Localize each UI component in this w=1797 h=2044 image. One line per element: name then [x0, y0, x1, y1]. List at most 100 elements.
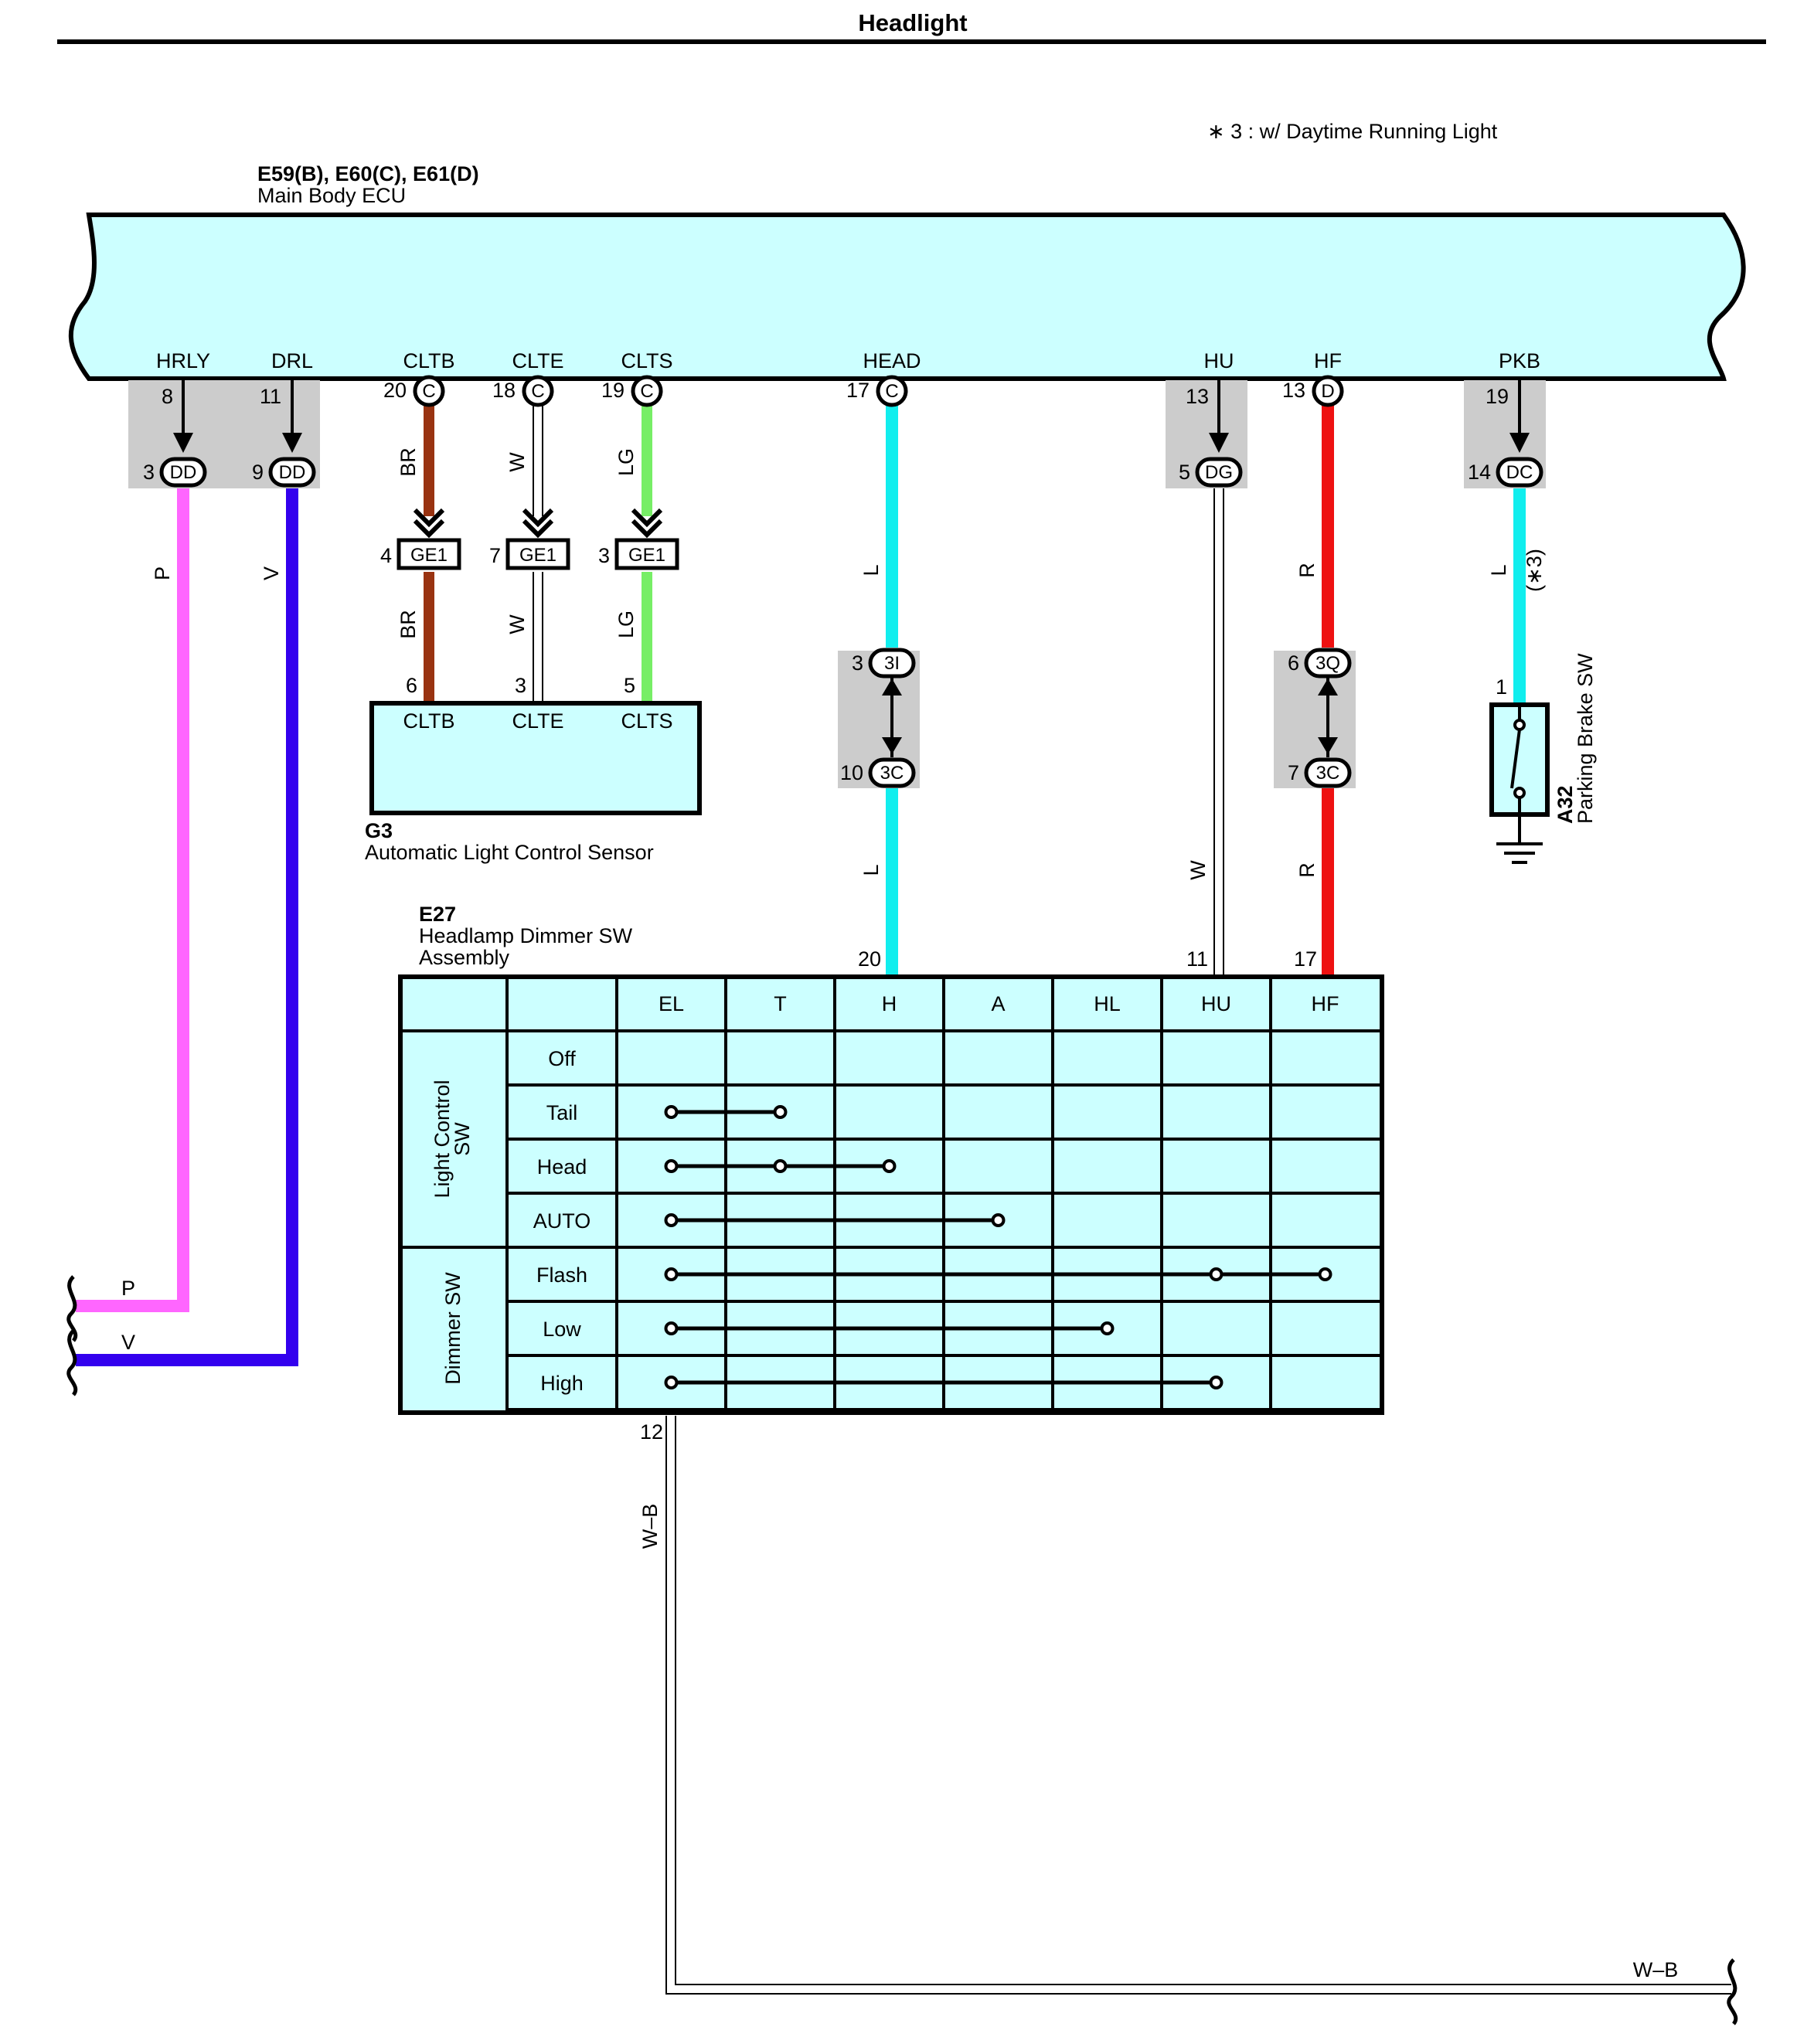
wire-label-wb-end: W–B: [1633, 1958, 1679, 1981]
connection-point-tail-el: [664, 1105, 679, 1119]
parking-brake-switch: 1 A32 Parking Brake SW: [1489, 653, 1597, 864]
splice-code-3c-hf: 3C: [1316, 763, 1340, 784]
wire-label-lg-lower: LG: [614, 610, 638, 638]
ge1-code-clte: GE1: [519, 545, 556, 566]
wire-p: [76, 488, 189, 1312]
wire-label-v: V: [260, 566, 283, 580]
parking-brake-pin: 1: [1496, 675, 1507, 699]
connection-point-high-el: [664, 1376, 679, 1389]
junction-num-hu: 5: [1179, 461, 1190, 484]
group-label-0: Light Control: [431, 1080, 454, 1198]
ge1-code-clts: GE1: [628, 545, 665, 566]
wire-label-w-upper: W: [505, 452, 529, 472]
dimmer-pin-hf: 17: [1294, 947, 1317, 971]
pin-label-drl: DRL: [271, 349, 313, 372]
pin-num-head: 17: [846, 379, 870, 402]
wire-label-l-head-lower: L: [859, 864, 883, 876]
wire-label-w-lower: W: [505, 614, 529, 634]
wire-label-p-end: P: [121, 1277, 135, 1300]
connection-point-head-h: [882, 1159, 897, 1173]
splice-num-3q: 6: [1288, 651, 1299, 675]
wire-label-br-upper: BR: [396, 447, 420, 477]
dimmer-pin-head: 20: [858, 947, 881, 971]
column-header-el: EL: [659, 992, 684, 1015]
column-header-hl: HL: [1094, 992, 1121, 1015]
wire-label-lg-upper: LG: [614, 448, 638, 476]
connection-point-head-el: [664, 1159, 679, 1173]
connector-head: C: [885, 381, 898, 402]
ge1-num-clts: 3: [598, 544, 610, 567]
ge1-code-cltb: GE1: [410, 545, 448, 566]
ge1-connectors: GE1 GE1 GE1 4 7 3: [380, 538, 679, 570]
pin-num-drl: 11: [260, 385, 281, 408]
dimmer-name-line1: Headlamp Dimmer SW: [419, 924, 633, 947]
pin-num-hf: 13: [1282, 379, 1305, 402]
wire-label-r-lower: R: [1295, 862, 1319, 878]
row-label-auto: AUTO: [533, 1209, 591, 1233]
junction-code-hrly: DD: [170, 462, 197, 483]
connector-clts: C: [640, 381, 653, 402]
wire-label-p: P: [151, 566, 174, 580]
row-label-flash: Flash: [536, 1263, 587, 1287]
pin-label-hrly: HRLY: [156, 349, 210, 372]
sensor-name: Automatic Light Control Sensor: [365, 841, 654, 864]
wire-color-labels: P V BR BR W W LG LG L L W R R L (∗3) W–B…: [121, 447, 1678, 1981]
connection-point-flash-hf: [1318, 1267, 1332, 1281]
auto-light-control-sensor: 6 3 5 CLTB CLTE CLTS G3 Automatic Light …: [365, 674, 702, 864]
connector-hf: D: [1321, 381, 1334, 402]
wire-label-wb-vertical: W–B: [638, 1504, 662, 1549]
connection-point-flash-hu: [1209, 1267, 1224, 1281]
dimmer-connections: [664, 1105, 1332, 1389]
ge1-num-clte: 7: [489, 544, 501, 567]
column-header-h: H: [882, 992, 897, 1015]
sensor-pin-clte: CLTE: [512, 709, 563, 733]
sensor-pin-num-clts: 5: [624, 674, 635, 697]
wire-break-marks: [66, 1275, 1738, 2025]
splice-num-3c-hf: 7: [1288, 761, 1299, 784]
row-label-tail: Tail: [546, 1101, 578, 1124]
column-header-hf: HF: [1312, 992, 1339, 1015]
pin-num-hu: 13: [1186, 385, 1209, 408]
sensor-pin-cltb: CLTB: [403, 709, 454, 733]
ecu-pin-numbers: 8 11 20 18 19 17 13 13 19: [162, 379, 1509, 408]
splice-code-3c-head: 3C: [880, 763, 904, 784]
ecu-pin-labels: HRLY DRL CLTB CLTE CLTS HEAD HU HF PKB: [156, 349, 1540, 372]
ge1-num-cltb: 4: [380, 544, 392, 567]
connection-point-high-hu: [1209, 1376, 1224, 1389]
junction-code-hu: DG: [1205, 462, 1233, 483]
main-body-ecu-box: [68, 213, 1746, 381]
wire-label-l-head-upper: L: [859, 564, 883, 576]
pin-num-pkb: 19: [1486, 385, 1509, 408]
dimmer-code: E27: [419, 903, 456, 926]
pin-num-hrly: 8: [162, 385, 173, 408]
column-header-t: T: [774, 992, 787, 1015]
sensor-pin-clts: CLTS: [621, 709, 672, 733]
pin-label-clte: CLTE: [512, 349, 563, 372]
column-header-a: A: [991, 992, 1005, 1015]
connection-point-tail-t: [773, 1105, 788, 1119]
junction-code-drl: DD: [279, 462, 306, 483]
junction-arrows: [173, 433, 1530, 453]
splice-connectors: 3I 3C 3Q 3C 3 10 6 7: [840, 648, 1352, 788]
wire-label-v-end: V: [121, 1331, 135, 1354]
splice-arrows: [882, 678, 1338, 754]
wire-note-ref-pkb: (∗3): [1523, 549, 1546, 592]
splice-num-3i: 3: [852, 651, 863, 675]
row-label-high: High: [540, 1372, 584, 1395]
junction-num-drl: 9: [252, 461, 264, 484]
junction-code-pkb: DC: [1506, 462, 1533, 483]
wire-label-l-pkb: L: [1487, 564, 1510, 576]
pin-num-clte: 18: [492, 379, 516, 402]
parking-brake-code: A32: [1554, 785, 1577, 824]
connection-point-head-t: [773, 1159, 788, 1173]
headlamp-dimmer-switch: E27 Headlamp Dimmer SW Assembly 20 11 17…: [398, 903, 1384, 1444]
wire-label-br-lower: BR: [396, 610, 420, 639]
ecu-connector-codes: E59(B), E60(C), E61(D): [257, 162, 479, 185]
sensor-pin-num-clte: 3: [515, 674, 526, 697]
pin-num-clts: 19: [601, 379, 625, 402]
column-header-hu: HU: [1201, 992, 1231, 1015]
connection-point-flash-el: [664, 1267, 679, 1281]
splice-code-3i: 3I: [884, 653, 900, 674]
ecu-connector-circles: C C C C D: [413, 375, 1344, 407]
